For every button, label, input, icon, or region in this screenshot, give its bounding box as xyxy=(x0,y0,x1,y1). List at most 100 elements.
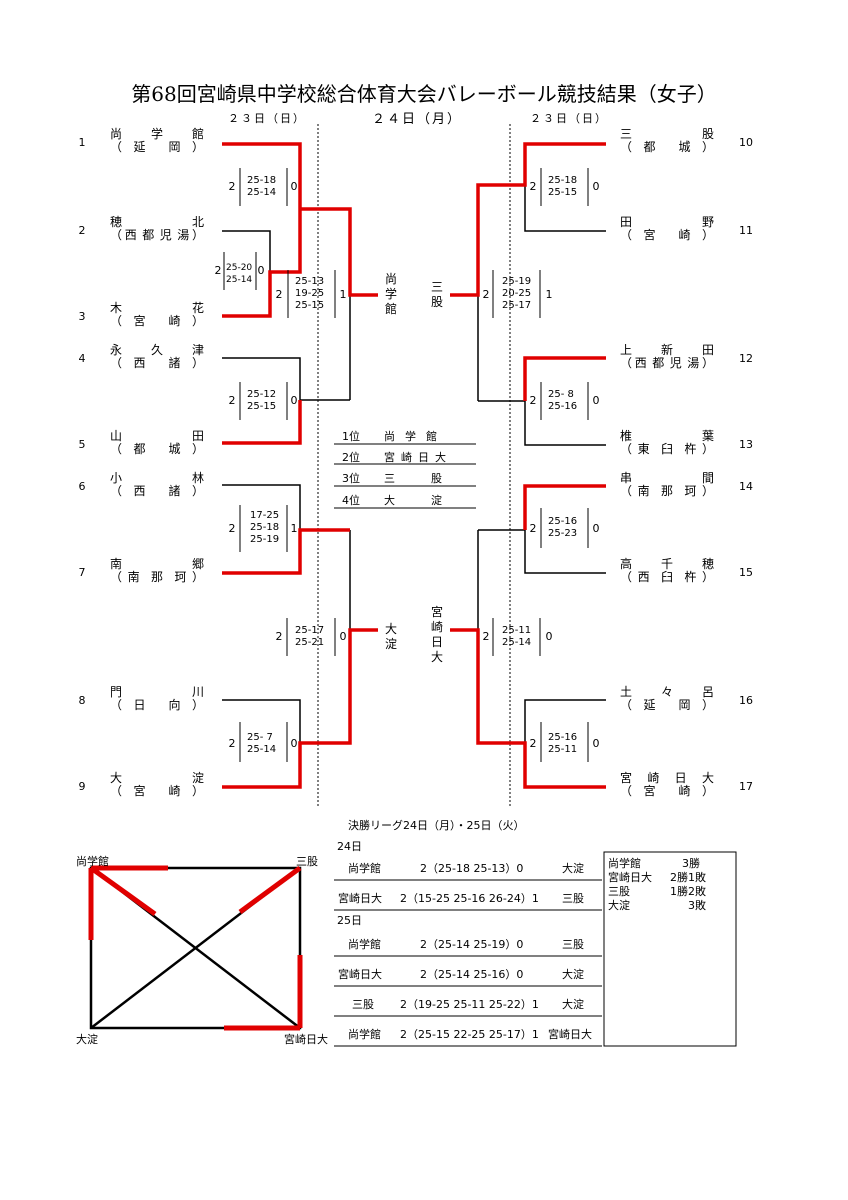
team-entry: 永久津（西諸） xyxy=(110,344,204,370)
team-area-char: 都 xyxy=(652,356,665,370)
team-name: 穂北 xyxy=(110,216,204,229)
qualifier-right-top: 三股 xyxy=(430,280,443,309)
team-name-char: 椎 xyxy=(620,429,633,443)
result-score: 2（15-25 25-16 26-24）1 xyxy=(400,892,539,905)
team-area-char: 延 xyxy=(643,698,656,712)
sets-won-right: 0 xyxy=(339,630,347,643)
team-name-char: 田 xyxy=(191,429,204,443)
team-name-char: 日 xyxy=(674,771,687,785)
sets-won-left: 2 xyxy=(214,264,222,277)
team-area-char: 杵 xyxy=(684,442,697,456)
team-name-char: 千 xyxy=(660,557,673,571)
team-area-char: 西 xyxy=(133,484,146,498)
team-name-char: 々 xyxy=(660,685,673,699)
team-name-char: 股 xyxy=(701,127,714,141)
team-name-char: 三 xyxy=(620,127,633,141)
team-name-char: 館 xyxy=(191,127,204,141)
team-area-char: 岡 xyxy=(678,698,691,712)
set-score: 25-11 xyxy=(548,744,578,755)
team-area: （南那珂） xyxy=(110,570,205,584)
result-home: 三股 xyxy=(352,998,374,1011)
rank-team: 宮崎日大 xyxy=(384,451,452,464)
set-score: 25-14 xyxy=(226,275,253,285)
team-name-char: 学 xyxy=(150,127,163,141)
team-area-char: 延 xyxy=(133,140,146,154)
sets-won-right: 0 xyxy=(545,630,553,643)
team-area-char: 宮 xyxy=(133,784,146,798)
team-area-text: 宮崎 xyxy=(122,315,192,328)
result-home: 尚学館 xyxy=(348,938,381,951)
team-name: 小林 xyxy=(110,472,204,485)
team-area: （都城） xyxy=(110,442,205,456)
rank-label: 1位 xyxy=(342,430,360,443)
team-entry: 山田（都城） xyxy=(110,430,204,456)
set-score: 25-20 xyxy=(226,263,253,273)
team-area: （東臼杵） xyxy=(620,442,715,456)
team-name-char: 門 xyxy=(110,685,123,699)
team-area-char: 岡 xyxy=(168,140,181,154)
team-area-char: 崎 xyxy=(168,314,181,328)
team-entry: 木花（宮崎） xyxy=(110,302,204,328)
sets-won-right: 0 xyxy=(592,394,600,407)
set-scores: 25-20 25-14 xyxy=(226,262,256,286)
team-area-text: 都城 xyxy=(632,141,702,154)
rank-team: 大淀 xyxy=(384,494,478,507)
team-name-char: 永 xyxy=(110,343,123,357)
team-number: 1 xyxy=(78,136,86,149)
team-entry: 大淀（宮崎） xyxy=(110,772,204,798)
team-area-text: 宮崎 xyxy=(632,785,702,798)
team-name-char: 淀 xyxy=(191,771,204,785)
team-area-char: 都 xyxy=(643,140,656,154)
league-day-label: 24日 xyxy=(337,840,362,853)
team-area-char: 那 xyxy=(661,484,674,498)
team-name-char: 田 xyxy=(701,343,714,357)
team-area-char: 湯 xyxy=(177,228,190,242)
league-corner-br: 宮崎日大 xyxy=(284,1033,328,1046)
set-score: 25-18 xyxy=(247,175,277,186)
team-name-char: 南 xyxy=(110,557,123,571)
team-number: 8 xyxy=(78,694,86,707)
team-number: 17 xyxy=(739,780,753,793)
team-number: 11 xyxy=(739,224,753,237)
result-away: 大淀 xyxy=(562,998,584,1011)
team-entry: 南郷（南那珂） xyxy=(110,558,204,584)
team-name-char: 田 xyxy=(620,215,633,229)
standing-team: 大淀 xyxy=(608,899,630,912)
team-number: 13 xyxy=(739,438,753,451)
team-number: 12 xyxy=(739,352,753,365)
team-entry: 串間（南那珂） xyxy=(620,472,714,498)
set-score: 25-17 xyxy=(295,625,325,636)
set-score: 25-21 xyxy=(295,637,325,648)
team-name-char: 林 xyxy=(191,471,204,485)
team-name-char: 尚 xyxy=(110,127,123,141)
team-name-char: 野 xyxy=(701,215,714,229)
team-area-text: 南那珂 xyxy=(632,485,702,498)
team-name-char: 木 xyxy=(110,301,123,315)
team-area: （西諸） xyxy=(110,356,205,370)
team-area-char: 向 xyxy=(168,698,181,712)
team-area-char: 湯 xyxy=(687,356,700,370)
team-area-char: 西 xyxy=(133,356,146,370)
sets-won-right: 1 xyxy=(339,288,347,301)
set-score: 25-14 xyxy=(247,187,277,198)
set-score: 25-18 xyxy=(548,175,578,186)
team-area-char: 珂 xyxy=(174,570,187,584)
league-corner-tr: 三股 xyxy=(296,855,318,868)
team-name: 宮崎日大 xyxy=(620,772,714,785)
team-area-text: 宮崎 xyxy=(122,785,192,798)
team-entry: 小林（西諸） xyxy=(110,472,204,498)
result-score: 2（25-18 25-13）0 xyxy=(420,862,524,875)
team-area-char: 宮 xyxy=(643,784,656,798)
team-number: 14 xyxy=(739,480,753,493)
team-number: 2 xyxy=(78,224,86,237)
set-score: 25-14 xyxy=(247,744,277,755)
set-score: 25-19 xyxy=(250,534,280,545)
team-name-char: 崎 xyxy=(647,771,660,785)
set-score: 19-25 xyxy=(295,288,325,299)
team-area-text: 延岡 xyxy=(632,699,702,712)
league-corner-bl: 大淀 xyxy=(76,1033,98,1046)
team-name-char: 穂 xyxy=(701,557,714,571)
set-score: 25-19 xyxy=(502,276,532,287)
